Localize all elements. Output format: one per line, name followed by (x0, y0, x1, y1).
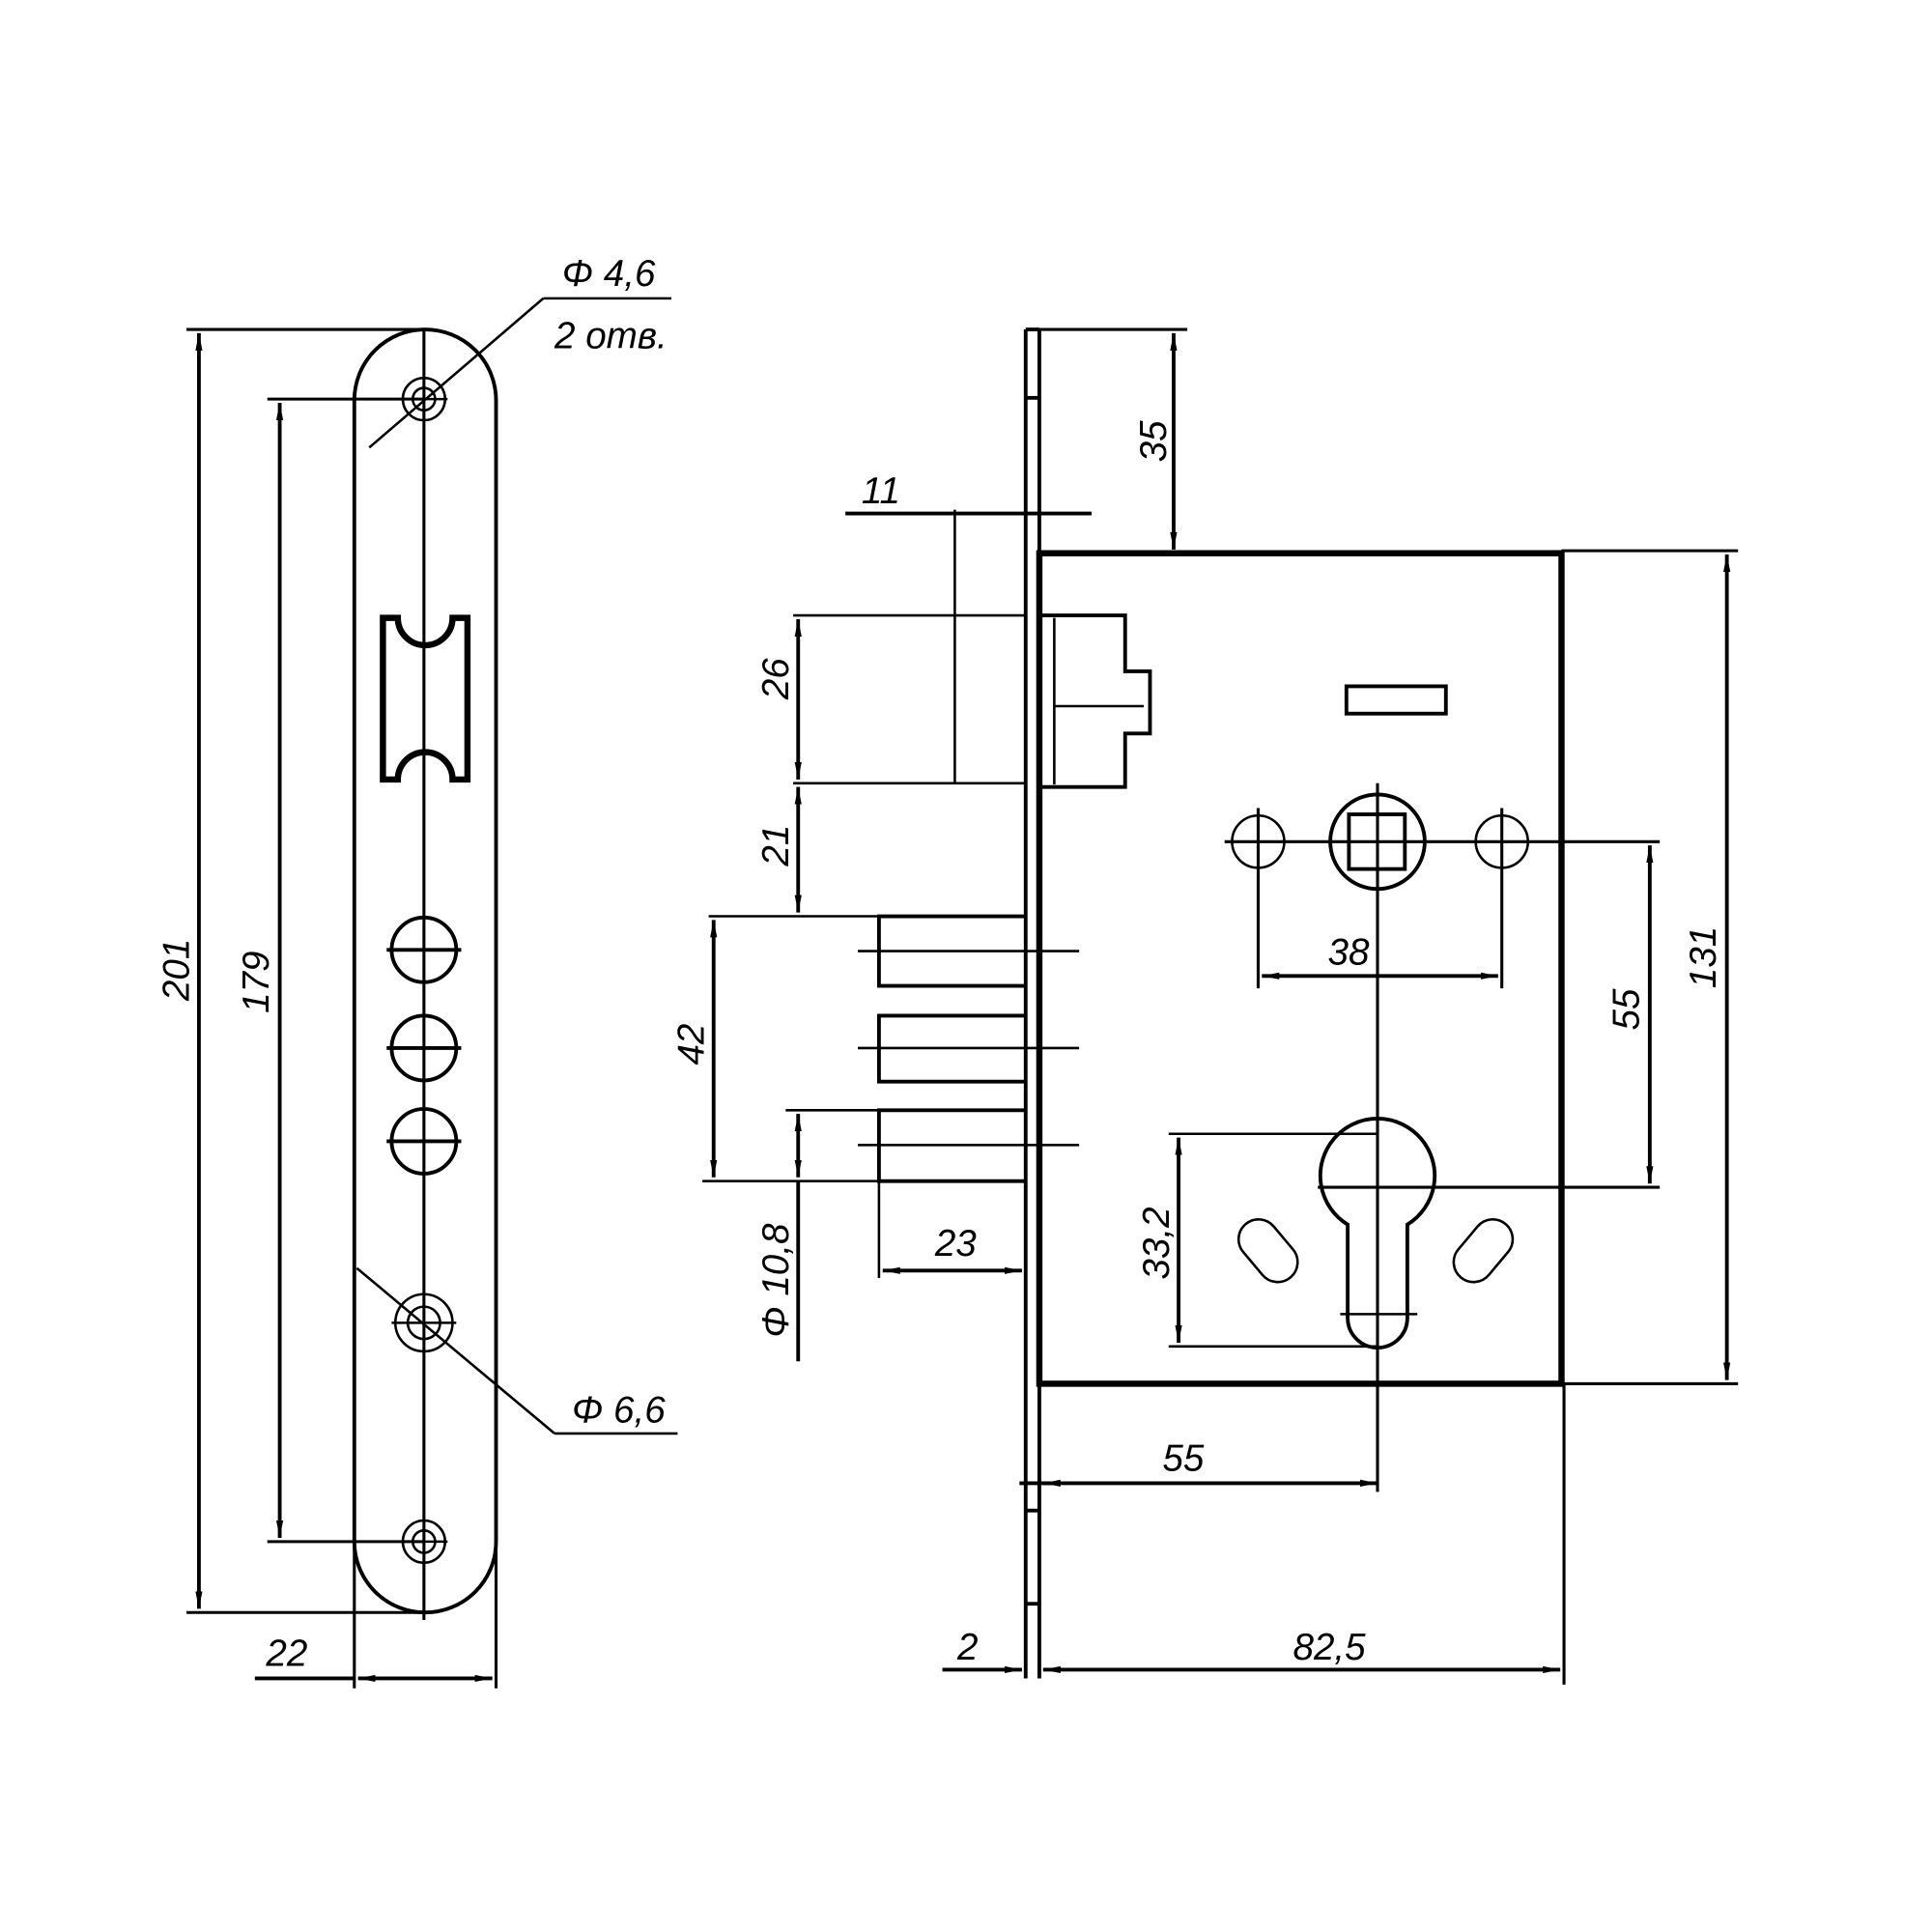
dim-backset: 55 (1162, 1438, 1204, 1480)
dim-center-distance: 55 (1605, 988, 1647, 1030)
bolt-hole-3 (386, 1107, 462, 1176)
dim-body-height: 131 (1683, 926, 1724, 988)
mounting-slot-left (1236, 1218, 1299, 1284)
latch-slot (380, 614, 471, 783)
bolt-hole-1 (386, 915, 462, 984)
faceplate-outline (352, 327, 498, 1615)
lock-side-view: 35 11 26 21 42 Φ 10,8 23 38 55 131 (670, 327, 1739, 1685)
label-small-hole-count: 2 отв. (554, 315, 668, 356)
dim-faceplate-thickness: 2 (956, 1627, 978, 1668)
keeper-slot (1344, 684, 1448, 716)
dim-spindle-spacing: 38 (1328, 932, 1370, 974)
faceplate-front-view: 201 179 22 Φ 4,6 2 отв. Φ 6,6 (156, 253, 678, 1689)
dim-latch-projection: 11 (862, 470, 900, 512)
dim-top-offset: 35 (1133, 420, 1175, 462)
bolt-hole-2 (386, 1013, 462, 1083)
dim-bolt-diameter: Φ 10,8 (755, 1223, 797, 1338)
dim-plate-width: 22 (265, 1634, 307, 1675)
mounting-slot-right (1452, 1218, 1515, 1284)
deadbolt-stack (858, 914, 1080, 1183)
dim-latch-height: 26 (755, 658, 797, 700)
dim-hole-spacing: 179 (236, 952, 277, 1013)
dim-overall-height: 201 (156, 939, 198, 1002)
dim-body-depth: 82,5 (1293, 1627, 1366, 1668)
dim-bolt-throw: 23 (934, 1223, 977, 1264)
latch-inside (1038, 613, 1152, 789)
dim-cylinder-height: 33,2 (1136, 1207, 1178, 1279)
label-large-hole-diameter: Φ 6,6 (572, 1389, 666, 1431)
label-small-hole-diameter: Φ 4,6 (562, 253, 656, 295)
lock-body (1036, 550, 1565, 1387)
dim-bolt-height: 42 (670, 1024, 712, 1065)
dim-latch-to-bolt: 21 (755, 825, 797, 867)
